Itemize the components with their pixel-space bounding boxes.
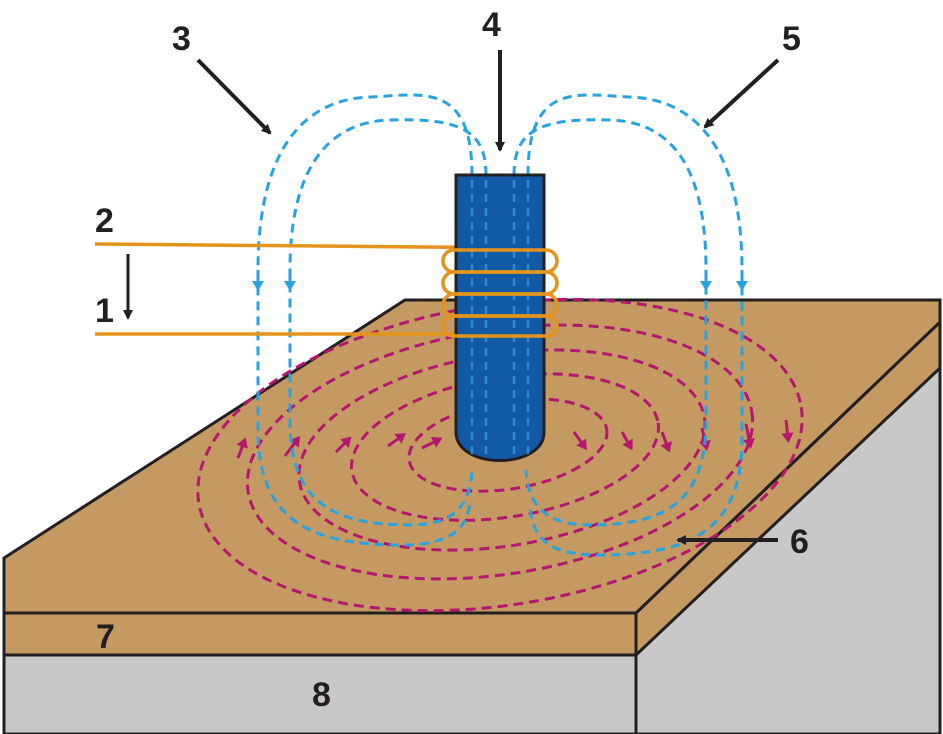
field-line-right-outer: [526, 93, 744, 557]
number-labels: 2 1 3 4 5 6 7 8: [95, 6, 809, 714]
eddy-arrow: [572, 431, 587, 451]
eddy-arrow: [283, 436, 300, 457]
label-8: 8: [312, 676, 331, 714]
label-3: 3: [172, 20, 191, 58]
coil-windings: [441, 248, 559, 338]
eddy-arrow: [620, 431, 633, 451]
eddy-arrow: [387, 433, 407, 448]
eddy-loop-1: [196, 297, 804, 613]
label-1: 1: [95, 292, 114, 330]
eddy-loop-3: [297, 348, 707, 552]
label-5: 5: [782, 20, 801, 58]
eddy-arrow: [781, 419, 794, 443]
coil-turn: [441, 314, 559, 338]
eddy-arrow: [421, 436, 443, 450]
arrow-5: [703, 58, 780, 129]
eddy-arrow: [660, 431, 672, 453]
field-line-right-inner: [512, 118, 708, 527]
arrow-3: [196, 58, 272, 135]
label-4: 4: [482, 6, 501, 44]
eddy-arrow: [236, 437, 248, 459]
eddy-arrow: [743, 423, 755, 449]
pointer-arrows: [123, 50, 780, 545]
eddy-arrow: [334, 436, 352, 454]
label-6: 6: [790, 523, 809, 561]
field-line-left-inner: [288, 118, 488, 527]
label-7: 7: [96, 618, 115, 656]
primary-field-lines: [252, 93, 748, 557]
field-line-left-outer: [256, 93, 474, 547]
plate-base-8-front: [2, 653, 638, 734]
label-2: 2: [95, 202, 114, 240]
eddy-loop-5: [407, 397, 609, 493]
